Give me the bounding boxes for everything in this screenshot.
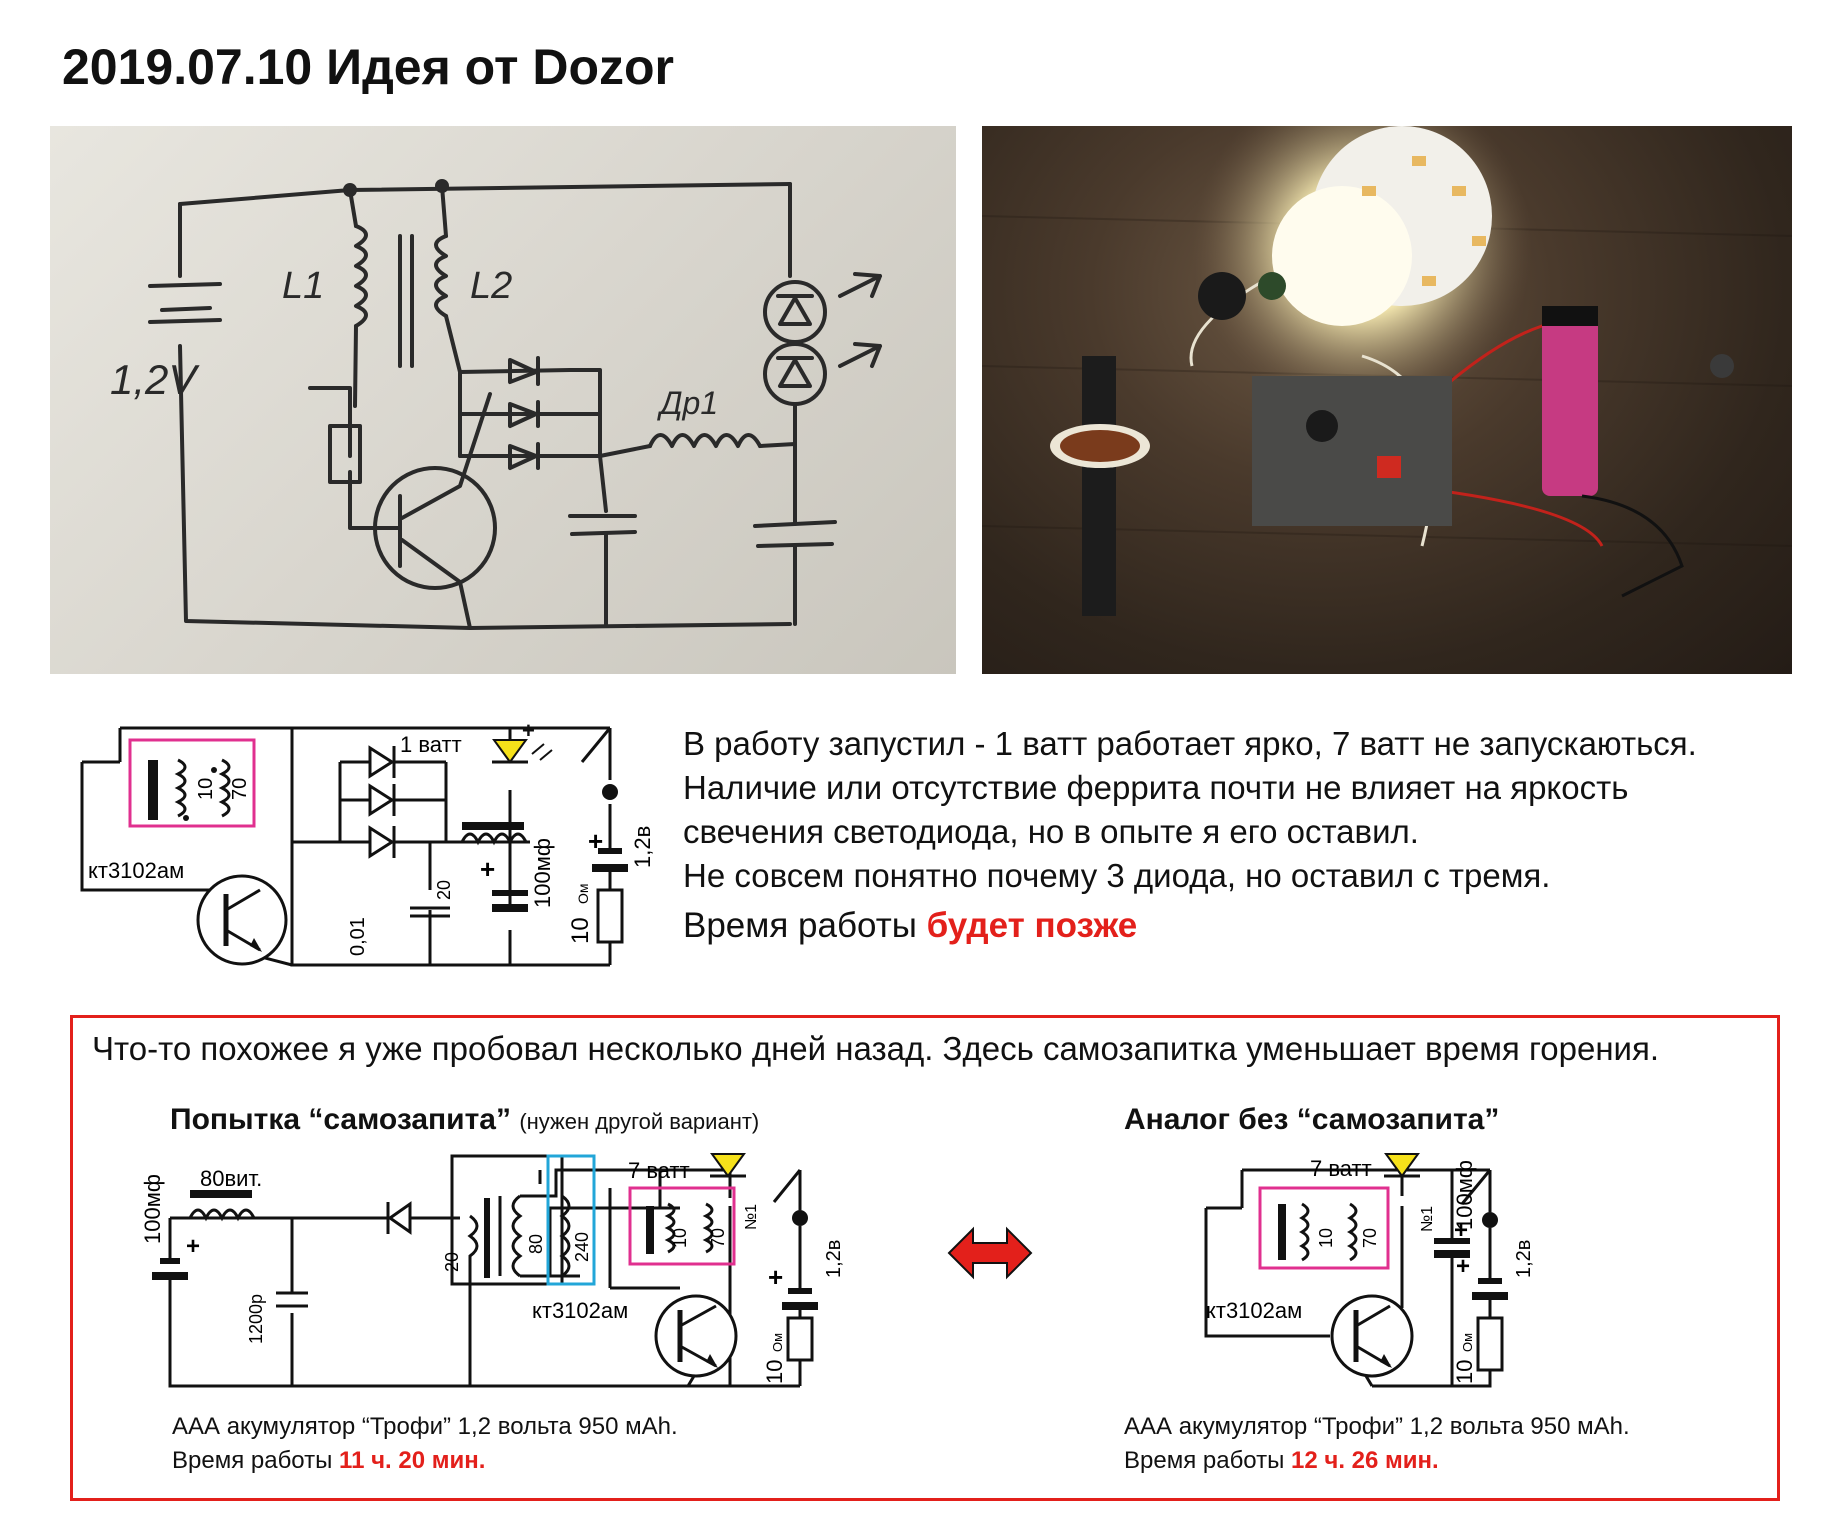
main-plus-battery: + bbox=[588, 826, 603, 856]
left-plus-battery: + bbox=[768, 1262, 783, 1292]
right-runtime-value: 12 ч. 26 мин. bbox=[1291, 1447, 1439, 1474]
page-title: 2019.07.10 Идея от Dozor bbox=[62, 39, 675, 95]
left-runtime-value: 11 ч. 20 мин. bbox=[339, 1447, 486, 1474]
handdrawn-schematic-photo: 1,2V L1 L2 Др1 bbox=[50, 126, 956, 674]
right-led-label: 7 ватт bbox=[1310, 1156, 1372, 1181]
left-title-note: (нужен другой вариант) bbox=[519, 1109, 760, 1134]
handdrawn-l2-label: L2 bbox=[470, 265, 512, 307]
comparison-frame bbox=[70, 1015, 1780, 1501]
description-line-4: Не совсем понятно почему 3 диода, но ост… bbox=[683, 857, 1551, 894]
left-runtime-line: Время работы 11 ч. 20 мин. bbox=[172, 1444, 678, 1478]
main-cap-label: 100мф bbox=[530, 838, 555, 908]
right-led-num: №1 bbox=[1419, 1206, 1436, 1232]
handdrawn-voltage-label: 1,2V bbox=[110, 356, 200, 403]
main-resistor-unit: Ом bbox=[575, 883, 591, 904]
main-led-label: 1 ватт bbox=[400, 732, 462, 757]
left-voltage-label: 1,2в bbox=[823, 1240, 845, 1278]
left-coil-20: 20 bbox=[442, 1252, 462, 1272]
main-plus-electrolytic: + bbox=[480, 854, 495, 884]
runtime-value: будет позже bbox=[926, 906, 1138, 945]
description-line-3: свечения светодиода, но в опыте я его ос… bbox=[683, 813, 1419, 850]
right-battery-line: ААА акумулятор “Трофи” 1,2 вольта 950 мА… bbox=[1124, 1413, 1630, 1440]
left-coil-240: 240 bbox=[572, 1232, 592, 1262]
main-resistor-label: 10 bbox=[567, 917, 594, 944]
main-voltage-label: 1,2в bbox=[630, 826, 655, 868]
right-runtime-prefix: Время работы bbox=[1124, 1447, 1285, 1474]
main-transistor-label: кт3102ам bbox=[88, 858, 184, 883]
right-runtime-line: Время работы 12 ч. 26 мин. bbox=[1124, 1444, 1630, 1478]
left-title-text: Попытка “самозапита” bbox=[170, 1103, 511, 1136]
comparison-intro: Что-то похожее я уже пробовал несколько … bbox=[92, 1030, 1660, 1067]
main-plus-cap: + bbox=[522, 718, 535, 743]
runtime-prefix: Время работы bbox=[683, 906, 917, 945]
left-turns-label: 80вит. bbox=[200, 1166, 262, 1191]
left-led-num: №1 bbox=[743, 1204, 760, 1230]
comparison-arrow-icon bbox=[947, 1226, 1033, 1280]
description-line-1: В работу запустил - 1 ватт работает ярко… bbox=[683, 725, 1697, 762]
left-variant-schematic: 80вит. 100мф 1200р 20 80 240 7 ватт №1 1… bbox=[140, 1153, 845, 1388]
prototype-photo bbox=[982, 126, 1792, 674]
left-coil-80: 80 bbox=[526, 1234, 546, 1254]
right-coil-a: 10 bbox=[1316, 1228, 1336, 1248]
handdrawn-l1-label: L1 bbox=[282, 265, 324, 307]
left-cap-label: 100мф bbox=[140, 1174, 165, 1244]
left-battery-note: ААА акумулятор “Трофи” 1,2 вольта 950 мА… bbox=[172, 1410, 678, 1478]
main-coil-b: 70 bbox=[229, 778, 251, 800]
right-variant-schematic: 7 ватт №1 100мф 10 70 кт3102ам 1,2в 10 О… bbox=[1204, 1153, 1535, 1388]
right-variant-title: Аналог без “самозапита” bbox=[1124, 1103, 1500, 1136]
left-coil-b: 70 bbox=[708, 1228, 728, 1248]
left-variant-title: Попытка “самозапита” (нужен другой вариа… bbox=[170, 1103, 759, 1137]
description-line-2: Наличие или отсутствие феррита почти не … bbox=[683, 769, 1629, 806]
left-battery-line: ААА акумулятор “Трофи” 1,2 вольта 950 мА… bbox=[172, 1413, 678, 1440]
right-voltage-label: 1,2в bbox=[1513, 1240, 1535, 1278]
left-resistor-unit: Ом bbox=[770, 1333, 785, 1352]
handdrawn-dr1-label: Др1 bbox=[657, 385, 718, 421]
main-schematic: + 1 ватт 100мф 1,2в 10 Ом кт3102ам 10 70… bbox=[80, 718, 655, 967]
left-resistor-label: 10 bbox=[762, 1360, 787, 1384]
left-led-label: 7 ватт bbox=[628, 1158, 690, 1183]
left-runtime-prefix: Время работы bbox=[172, 1447, 333, 1474]
prototype-drawing bbox=[982, 126, 1792, 616]
right-coil-b: 70 bbox=[1360, 1228, 1380, 1248]
right-plus-battery: + bbox=[1456, 1253, 1470, 1280]
main-coil-a: 10 bbox=[195, 778, 217, 800]
right-battery-note: ААА акумулятор “Трофи” 1,2 вольта 950 мА… bbox=[1124, 1410, 1630, 1478]
left-small-cap: 1200р bbox=[246, 1294, 266, 1344]
right-transistor-label: кт3102ам bbox=[1206, 1298, 1302, 1323]
right-plus-cap: + bbox=[1454, 1217, 1468, 1244]
right-resistor-unit: Ом bbox=[1460, 1333, 1475, 1352]
main-choke-turns: 20 bbox=[434, 880, 454, 900]
runtime-line: Время работы будет позже bbox=[683, 904, 1137, 948]
left-plus-cap: + bbox=[186, 1233, 200, 1260]
right-cap-label: 100мф bbox=[1452, 1160, 1477, 1230]
right-resistor-label: 10 bbox=[1452, 1360, 1477, 1384]
handdrawn-schematic-drawing: 1,2V L1 L2 Др1 bbox=[110, 179, 882, 630]
left-coil-a: 10 bbox=[670, 1228, 690, 1248]
main-small-cap: 0,01 bbox=[347, 917, 369, 956]
left-transistor-label: кт3102ам bbox=[532, 1298, 628, 1323]
